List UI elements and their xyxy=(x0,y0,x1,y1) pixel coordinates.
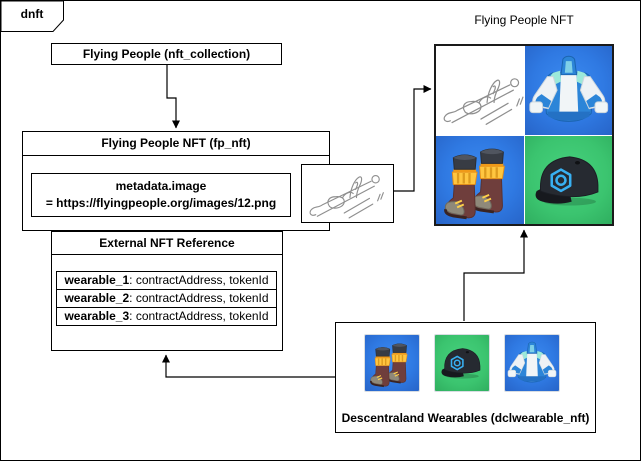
wearable-2-name: wearable_2 xyxy=(64,291,130,305)
fp-nft-title: Flying People NFT (fp_nft) xyxy=(23,132,329,156)
sketch-thumbnail-box xyxy=(301,164,394,223)
nft-collection-box: Flying People (nft_collection) xyxy=(51,43,282,65)
preview-title: Flying People NFT xyxy=(474,13,574,27)
dcl-wearables-box: Descentraland Wearables (dclwearable_nft… xyxy=(335,322,596,433)
cap-image xyxy=(525,136,613,225)
connector-collection-to-fpnft xyxy=(166,65,180,129)
frame-label: dnft xyxy=(20,7,44,21)
wearable-row-3: wearable_3: contractAddress, tokenId xyxy=(56,307,277,326)
wearable-1-value: : contractAddress, tokenId xyxy=(129,273,269,287)
wearable-row-2: wearable_2: contractAddress, tokenId xyxy=(56,289,277,308)
dcl-wearables-title: Descentraland Wearables (dclwearable_nft… xyxy=(341,411,590,425)
nft-preview-grid xyxy=(434,44,614,226)
wearable-tile-boots xyxy=(364,334,420,392)
wearable-2-value: : contractAddress, tokenId xyxy=(129,291,269,305)
metadata-line1: metadata.image xyxy=(115,179,207,193)
metadata-image-box: metadata.image = https://flyingpeople.or… xyxy=(31,173,291,217)
nft-collection-title: Flying People (nft_collection) xyxy=(82,47,251,61)
wearable-row-1: wearable_1: contractAddress, tokenId xyxy=(56,271,277,290)
connector-wearables-to-external-ref xyxy=(162,354,335,378)
wearable-3-name: wearable_3 xyxy=(64,309,130,323)
preview-tile-boots xyxy=(436,135,524,225)
preview-tile-cap xyxy=(524,135,613,225)
wearable-tile-jacket xyxy=(504,334,560,392)
preview-tile-jacket xyxy=(524,46,613,135)
wearable-3-value: : contractAddress, tokenId xyxy=(129,309,269,323)
sketch-image xyxy=(436,46,524,135)
external-nft-reference-title: External NFT Reference xyxy=(52,232,282,255)
connector-wearables-to-preview xyxy=(463,229,528,321)
wearable-tile-cap xyxy=(434,334,490,392)
cap-image xyxy=(435,335,489,391)
boots-image xyxy=(436,136,524,225)
preview-tile-sketch xyxy=(436,46,524,135)
metadata-line2: = https://flyingpeople.org/images/12.png xyxy=(45,196,277,210)
frame-tab xyxy=(1,1,64,32)
sketch-image xyxy=(302,165,393,222)
wearable-1-name: wearable_1 xyxy=(64,273,130,287)
boots-image xyxy=(365,335,419,391)
connector-sketch-to-preview xyxy=(394,85,432,192)
jacket-image xyxy=(505,335,559,391)
jacket-image xyxy=(525,46,613,135)
